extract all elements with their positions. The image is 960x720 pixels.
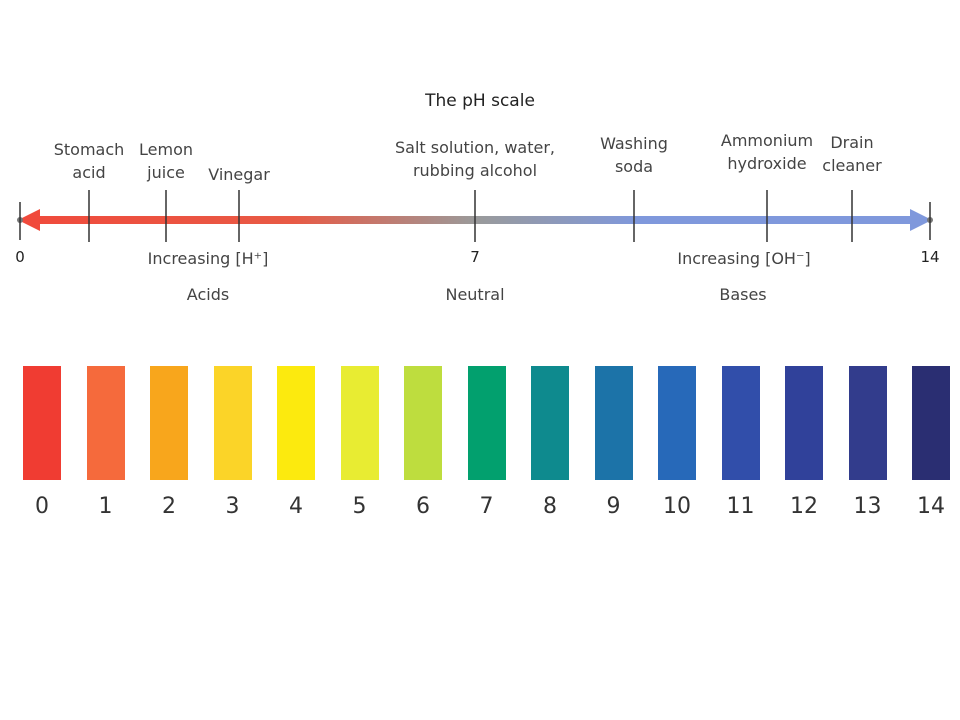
ph-swatch-2 — [150, 366, 188, 480]
ph-swatch-label-1: 1 — [98, 494, 113, 519]
ph-swatch-13 — [848, 366, 887, 480]
ph-swatch-3 — [213, 366, 252, 480]
ph-swatch-label-6: 6 — [416, 494, 430, 519]
ph-swatch-11 — [721, 366, 760, 480]
ph-swatch-label-10: 10 — [663, 494, 691, 519]
ph-swatch-4 — [277, 366, 315, 480]
ph-swatch-10 — [658, 366, 696, 480]
bases-label: Bases — [719, 285, 767, 304]
ph-swatch-label-2: 2 — [162, 494, 176, 519]
ph-swatch-label-14: 14 — [917, 494, 945, 519]
substance-label-salt-solution: Salt solution, water,rubbing alcohol — [395, 138, 555, 180]
ph-swatch-8 — [531, 366, 569, 480]
ph-swatch-5 — [340, 366, 379, 480]
ph-swatch-14 — [912, 366, 950, 480]
scale-max-label: 14 — [920, 248, 940, 266]
ph-swatch-label-5: 5 — [352, 494, 367, 519]
ph-swatch-label-4: 4 — [289, 494, 303, 519]
ph-swatch-9 — [594, 366, 633, 480]
ph-swatch-label-9: 9 — [606, 494, 621, 519]
ph-swatch-label-7: 7 — [479, 494, 494, 519]
substance-label-vinegar: Vinegar — [208, 165, 270, 184]
increasing-oh-label: Increasing [OH⁻] — [677, 249, 811, 268]
ph-swatch-label-3: 3 — [225, 494, 240, 519]
ph-swatch-7 — [467, 366, 506, 480]
ph-swatch-label-8: 8 — [543, 494, 557, 519]
ph-swatch-label-12: 12 — [790, 494, 818, 519]
ph-swatch-label-0: 0 — [35, 494, 49, 519]
ph-swatch-label-13: 13 — [853, 494, 882, 519]
neutral-label: Neutral — [445, 285, 505, 304]
scale-min-label: 0 — [15, 248, 25, 266]
increasing-h-label: Increasing [H⁺] — [147, 249, 269, 268]
ph-swatch-12 — [785, 366, 823, 480]
diagram-title: The pH scale — [425, 91, 535, 111]
ph-swatch-label-11: 11 — [726, 494, 755, 519]
ph-scale-arrow — [17, 190, 933, 242]
ph-swatch-1 — [86, 366, 125, 480]
scale-neutral-label: 7 — [470, 248, 480, 266]
acids-label: Acids — [186, 285, 230, 304]
ph-swatch-6 — [404, 366, 442, 480]
ph-swatch-0 — [23, 366, 61, 480]
